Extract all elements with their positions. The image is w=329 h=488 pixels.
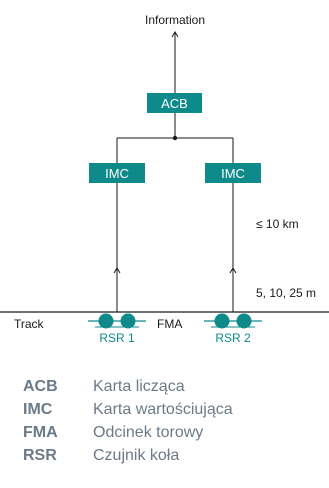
legend-abbr: IMC xyxy=(23,401,53,418)
imc-right-box xyxy=(205,163,261,183)
information-label: Information xyxy=(145,13,205,27)
rsr2-sensor xyxy=(204,313,262,329)
legend-desc: Odcinek torowy xyxy=(93,424,204,441)
imc-right-label: IMC xyxy=(221,166,245,181)
cable-left-arrow xyxy=(113,267,121,274)
imc-left-box xyxy=(89,163,145,183)
legend-desc: Czujnik koła xyxy=(93,447,180,464)
legend-desc: Karta licząca xyxy=(93,378,185,395)
legend-abbr: FMA xyxy=(23,424,58,441)
legend-abbr: RSR xyxy=(23,447,57,464)
legend-abbr: ACB xyxy=(23,378,58,395)
acb-box xyxy=(147,93,202,113)
info-arrow-head xyxy=(171,31,179,38)
track-label: Track xyxy=(14,317,45,331)
imc-left-label: IMC xyxy=(105,166,129,181)
rsr2-label: RSR 2 xyxy=(215,331,251,345)
acb-box-label: ACB xyxy=(161,96,188,111)
sensor-spacing-label: 5, 10, 25 m xyxy=(256,286,316,300)
fma-label: FMA xyxy=(157,317,182,331)
rsr1-sensor xyxy=(88,313,146,329)
distance-label: ≤ 10 km xyxy=(256,217,299,231)
legend-desc: Karta wartościująca xyxy=(93,401,233,418)
cable-right-arrow xyxy=(229,267,237,274)
system-diagram: Information ACB IMC IMC ≤ 10 km 5, 10, 2… xyxy=(0,13,329,345)
rsr1-label: RSR 1 xyxy=(99,331,135,345)
